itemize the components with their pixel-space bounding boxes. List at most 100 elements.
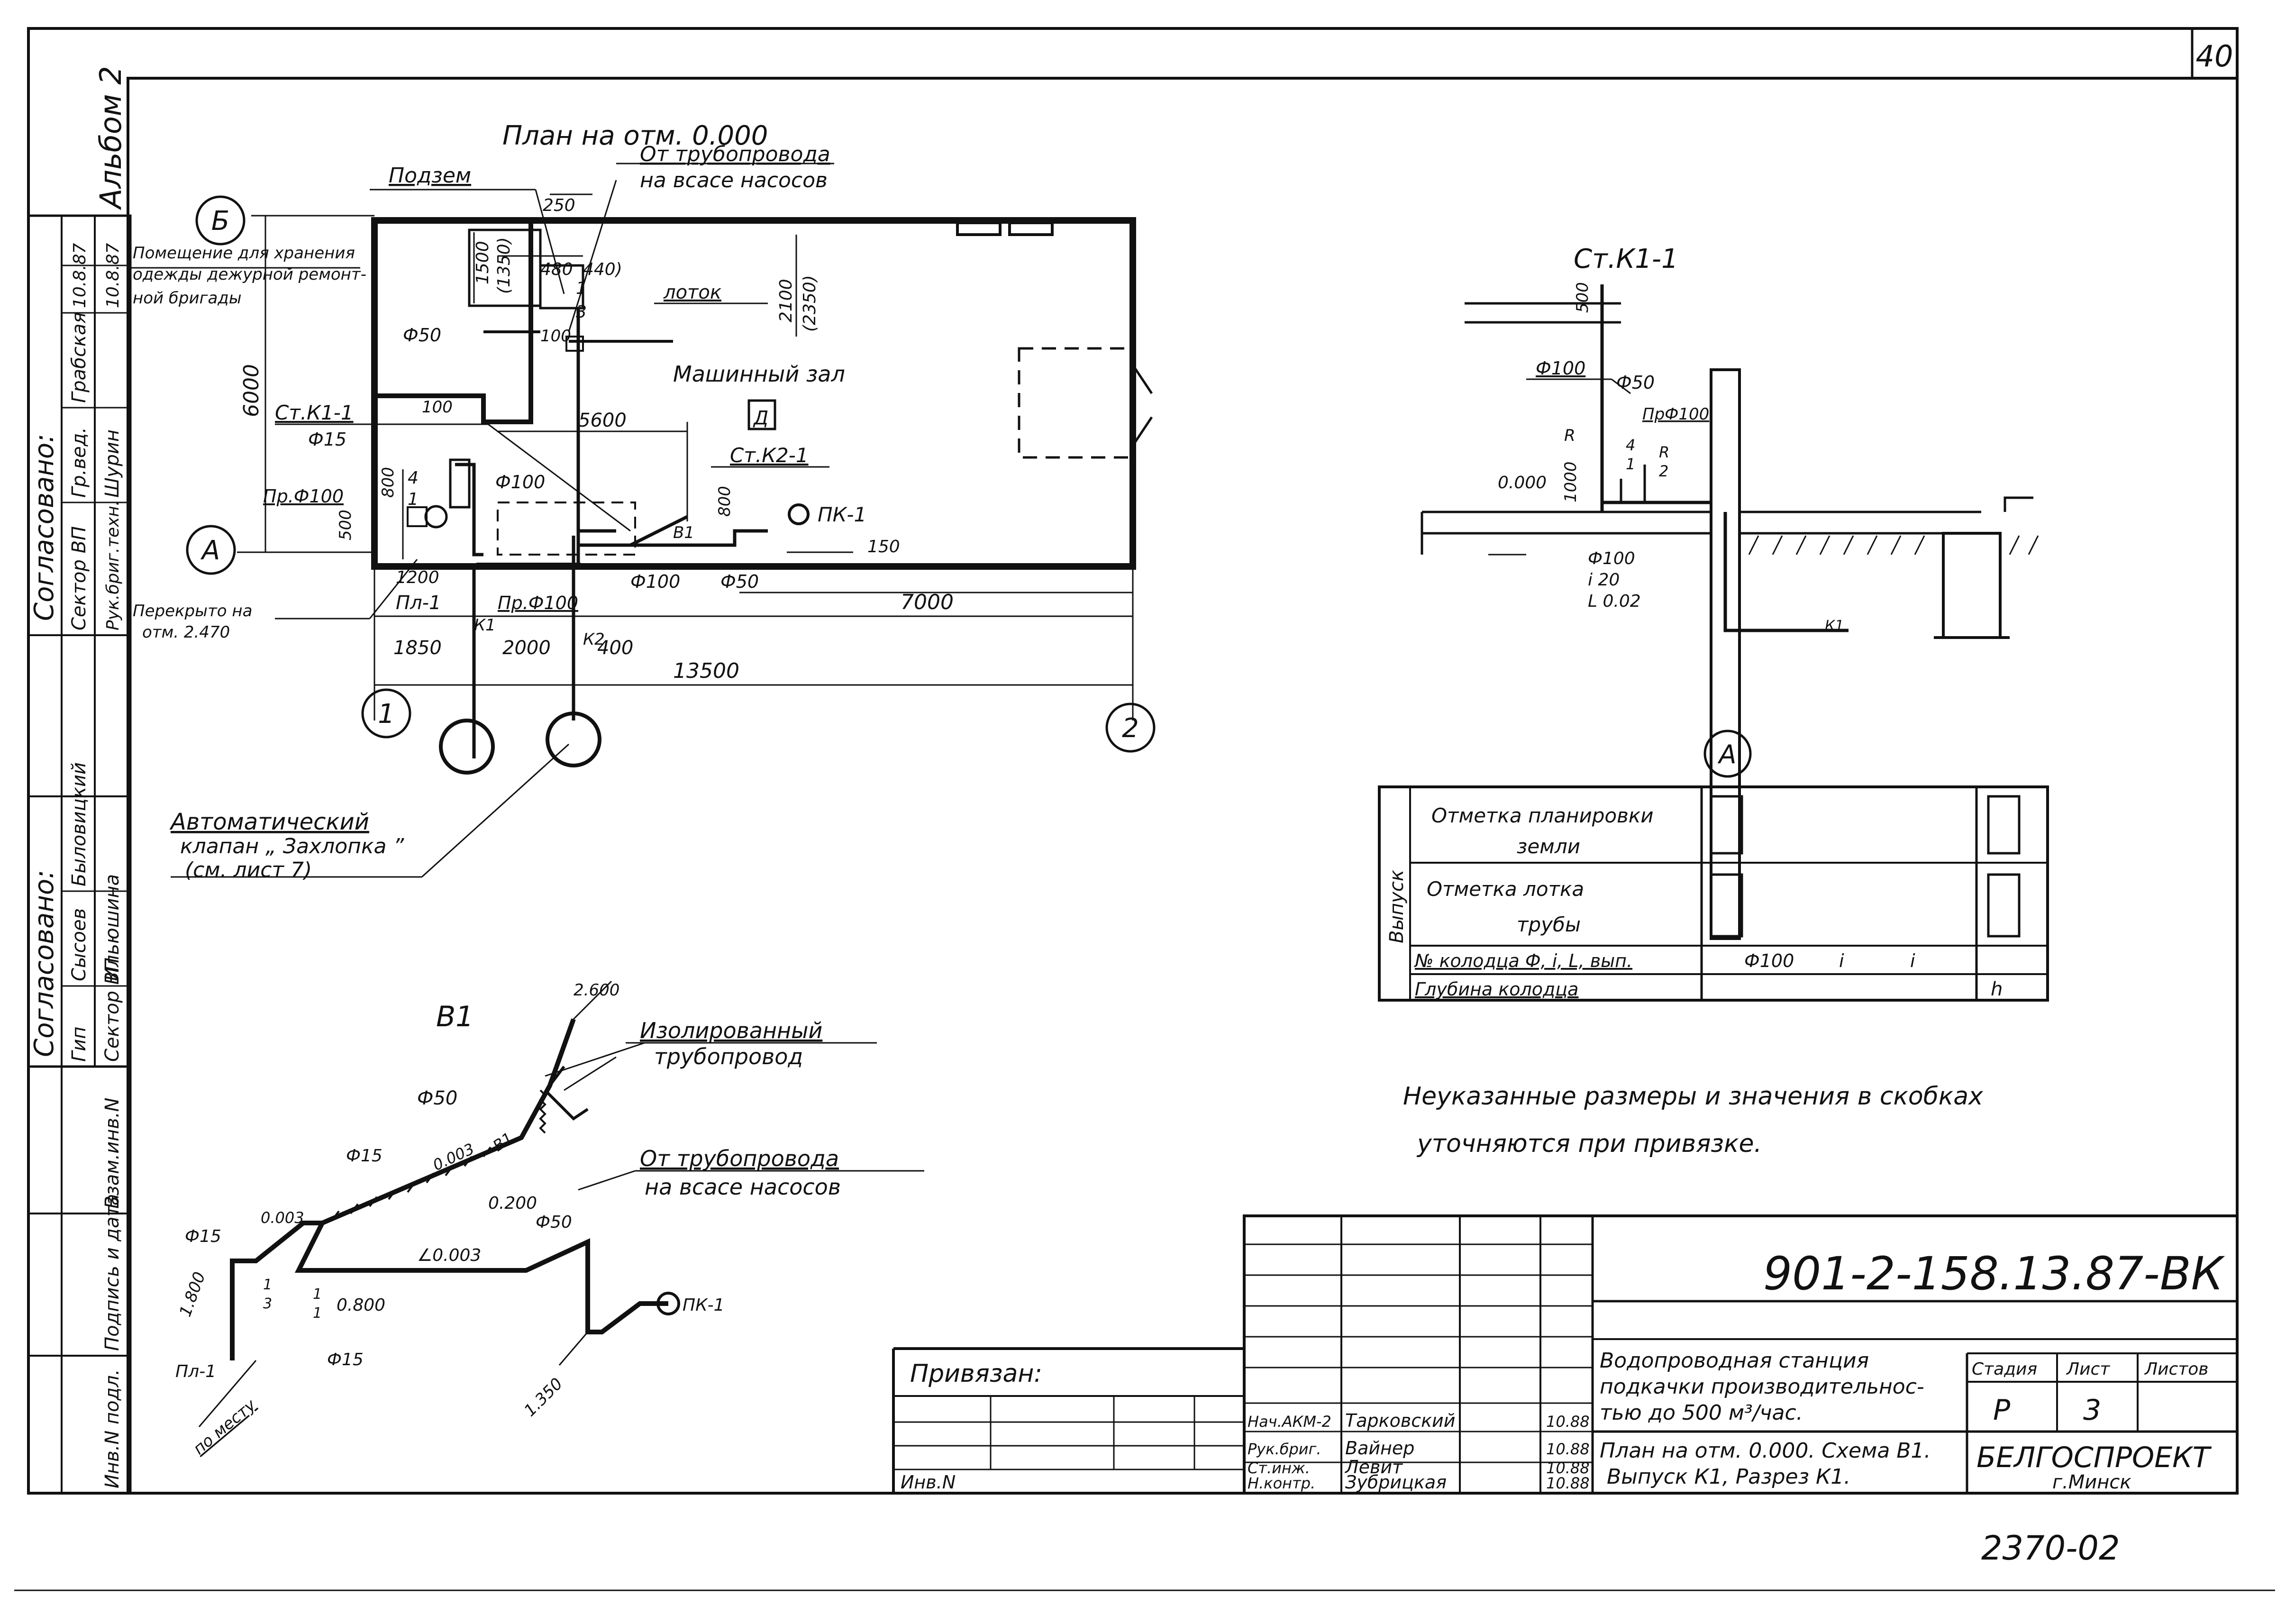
- label-frac2-bot: 1: [408, 490, 419, 509]
- axon-from-2: на всасе насосов: [645, 1174, 841, 1200]
- dim-1200: 1200: [396, 568, 439, 587]
- stamp-gip: Гип: [68, 1027, 90, 1062]
- table-row3-val3: i: [1910, 950, 1915, 971]
- list-value: 3: [2083, 1394, 2101, 1427]
- stamp-name-1: Шурин: [101, 429, 123, 498]
- axonometric-scheme: В1 2.600 Изолированный трубопровод От тр…: [175, 980, 924, 1459]
- soglasovano-top: Согласовано:: [29, 434, 60, 621]
- plan-view: План на отм. 0.000: [128, 120, 1156, 882]
- label-pk1: ПК-1: [818, 503, 866, 526]
- axon-insulated-2: трубопровод: [654, 1044, 803, 1069]
- section-frac2-top: R: [1659, 443, 1669, 461]
- dim-2100: 2100: [776, 279, 796, 322]
- note-line-1: Неуказанные размеры и значения в скобках: [1403, 1082, 1984, 1111]
- axis-bubble-2: [1105, 703, 1156, 753]
- signer-name-2: Вайнер: [1345, 1438, 1414, 1459]
- dim-1350: (1350): [494, 237, 514, 294]
- stamp-date-2: 10.8.87: [70, 243, 90, 308]
- label-machine-hall: Машинный зал: [673, 361, 845, 387]
- title-block: 901-2-158.13.87-ВК Привязан: Инв.N Нач.А…: [892, 1214, 2239, 1568]
- inv-n-label: Инв.N: [901, 1472, 956, 1493]
- label-overlap-2: отм. 2.470: [142, 623, 230, 642]
- st-k1-box: [449, 458, 471, 509]
- section-axis-a: А: [1718, 739, 1737, 769]
- section-r: R: [1564, 426, 1576, 445]
- table-row1-l2: земли: [1517, 835, 1580, 858]
- dim-400: 400: [597, 637, 633, 659]
- label-frac-top: 1: [576, 279, 587, 298]
- signer-date-3: 10.88: [1546, 1459, 1590, 1477]
- axis-a: А: [200, 535, 220, 566]
- dim-f100b: Ф100: [630, 571, 680, 592]
- axis-1: 1: [378, 699, 395, 730]
- section-frac-bot: 1: [1626, 455, 1635, 473]
- hydrant-pk1: [788, 503, 810, 525]
- dimension-lines: [237, 193, 1134, 721]
- project-name-3: тью до 500 м³/час.: [1600, 1401, 1803, 1425]
- table-row3-label: № колодца Ф, i, L, вып.: [1414, 950, 1632, 971]
- dim-440: 440): [583, 260, 622, 279]
- axon-pk1: [656, 1292, 680, 1315]
- soglasovano-bot: Согласовано:: [29, 870, 60, 1057]
- section-view: Ст.К1-1 500 Ф100 Ф50 ПрФ100 R 4 1 R 2 0.…: [1421, 244, 2039, 940]
- table-side-label: Выпуск: [1386, 870, 1408, 943]
- axon-e1800: 1.800: [176, 1269, 209, 1319]
- section-f100b: Ф100: [1588, 549, 1635, 568]
- plan-title: План на отм. 0.000: [502, 120, 768, 151]
- stamp-vzam: Взам.инв.N: [101, 1098, 123, 1209]
- axis-bubble-1: [361, 688, 411, 739]
- leader-lines: [128, 163, 834, 878]
- stamp-podp: Подпись и дата: [101, 1194, 123, 1351]
- axon-title: В1: [436, 1000, 474, 1033]
- signer-name-1: Тарковский: [1345, 1410, 1455, 1431]
- archive-number: 2370-02: [1981, 1529, 2120, 1568]
- valve-note-3: (см. лист 7): [185, 858, 312, 882]
- doc-code: 901-2-158.13.87-ВК: [1763, 1247, 2225, 1300]
- window-2: [1008, 221, 1054, 236]
- table-row3-val2: i: [1839, 950, 1844, 971]
- stamp-col-label-1: Сектор ВП: [68, 526, 90, 630]
- dim-f15: Ф15: [308, 429, 346, 450]
- axis-b: Б: [211, 206, 229, 237]
- signer-date-2: 10.88: [1546, 1440, 1590, 1458]
- stamp-col-label-2: Гр.вед.: [68, 427, 90, 498]
- dim-13500: 13500: [673, 659, 739, 683]
- section-title: Ст.К1-1: [1574, 244, 1678, 274]
- org-city: г.Минск: [2052, 1471, 2131, 1493]
- dim-2350: (2350): [800, 275, 820, 332]
- dim-100a: 100: [540, 327, 571, 346]
- signer-date-4: 10.88: [1546, 1474, 1590, 1492]
- section-f50: Ф50: [1616, 372, 1655, 393]
- dim-f50b: Ф50: [720, 571, 759, 592]
- axon-pipe: [230, 1018, 668, 1360]
- valve-note-2: клапан „ Захлопка ”: [180, 834, 404, 858]
- axon-s0003a: 0.003: [261, 1209, 304, 1227]
- axon-frac-bot: 3: [263, 1296, 272, 1312]
- signer-name-3: Левит: [1344, 1457, 1403, 1478]
- label-v1: В1: [673, 523, 694, 542]
- axon-f50b: Ф50: [536, 1213, 572, 1232]
- dim-100b: 100: [422, 398, 453, 417]
- section-prf100: ПрФ100: [1642, 405, 1709, 424]
- label-k2: К2: [583, 630, 605, 649]
- axon-insulated-1: Изолированный: [640, 1018, 822, 1043]
- dim-500: 500: [336, 510, 355, 540]
- section-frac-top: 4: [1626, 436, 1635, 454]
- axon-f15a: Ф15: [346, 1146, 382, 1166]
- axis-bubble-a: [186, 525, 236, 575]
- inner-wall: [374, 220, 533, 424]
- section-hatching: [1748, 535, 2039, 555]
- dim-f100a: Ф100: [495, 472, 545, 493]
- stamp-date-1: 10.8.87: [103, 243, 123, 308]
- dim-800: 800: [379, 467, 398, 498]
- signer-role-1: Нач.АКМ-2: [1248, 1413, 1331, 1431]
- dim-prf100: Пр.Ф100: [263, 486, 344, 507]
- axon-e0800: 0.800: [337, 1296, 385, 1315]
- dim-6000: 6000: [239, 364, 264, 417]
- axon-e0200: 0.200: [488, 1194, 537, 1213]
- window-1: [956, 221, 1002, 236]
- axon-elev2600: 2.600: [574, 981, 619, 1000]
- section-elev: 0.000: [1498, 473, 1547, 493]
- axis-2: 2: [1122, 713, 1139, 744]
